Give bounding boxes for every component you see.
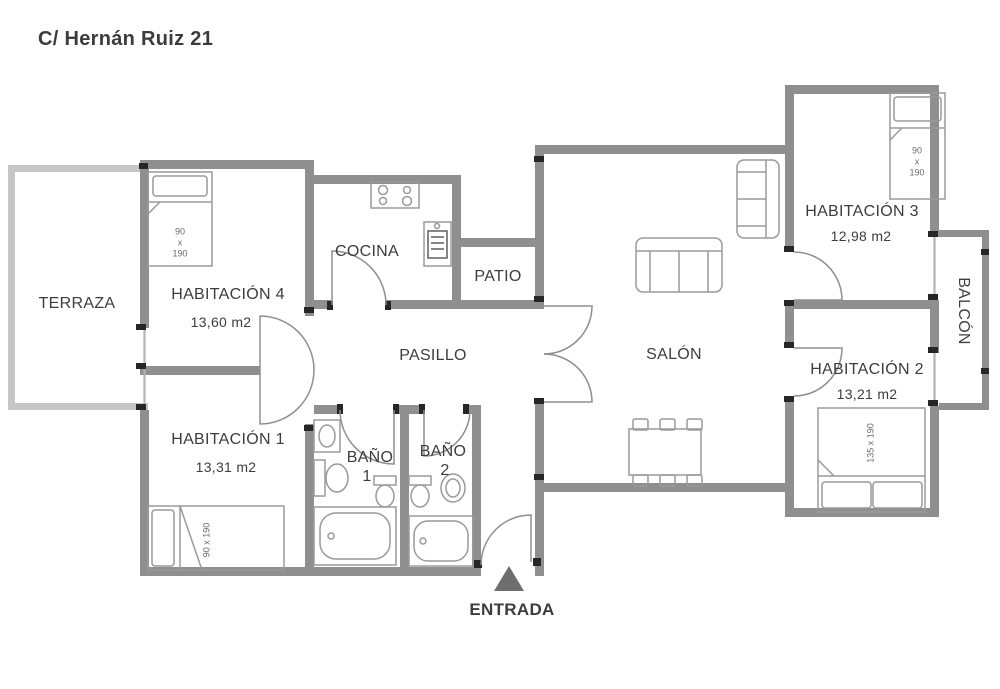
room-area-habitacion4: 13,60 m2: [190, 314, 252, 330]
door-bano1: [339, 409, 395, 465]
door-habitacion3: [793, 251, 843, 301]
bathtub-bano2-icon: [408, 515, 474, 567]
room-label-cocina: COCINA: [334, 243, 400, 260]
bathtub-bano1-icon: [313, 506, 397, 566]
page-title: C/ Hernán Ruiz 21: [38, 28, 214, 50]
room-area-habitacion3: 12,98 m2: [830, 228, 892, 244]
bed-size-line: 190: [172, 248, 188, 259]
room-label-habitacion3: HABITACIÓN 3: [805, 203, 919, 220]
walls: [140, 85, 989, 576]
bed-habitacion4-icon: [147, 171, 213, 267]
bed-size-habitacion3: 90 x 190: [909, 146, 924, 179]
kitchen-sink-icon: [423, 221, 452, 267]
room-area-habitacion1: 13,31 m2: [195, 459, 257, 475]
bed-habitacion1-icon: [147, 505, 285, 571]
room-number-bano2: 2: [440, 462, 450, 479]
bano2-sink-icon: [440, 473, 466, 503]
door-habitacion2: [793, 347, 843, 397]
stove-icon: [370, 181, 420, 209]
room-label-salon: SALÓN: [646, 346, 702, 363]
room-label-habitacion4: HABITACIÓN 4: [171, 286, 285, 303]
dining-table-icon: [628, 418, 703, 487]
door-salon-upper: [543, 305, 593, 355]
door-entrada: [480, 514, 532, 566]
room-label-balcon: BALCÓN: [955, 277, 972, 345]
entrance-label: ENTRADA: [469, 600, 555, 619]
bano2-bidet-icon: [408, 475, 432, 508]
door-cocina: [331, 250, 387, 306]
doors: [259, 250, 843, 566]
terrace-walls: [8, 165, 148, 410]
room-label-bano2: BAÑO: [419, 443, 467, 460]
bed-size-habitacion1: 90 x 190: [201, 522, 212, 558]
door-salon-lower: [543, 353, 593, 403]
room-label-habitacion1: HABITACIÓN 1: [171, 431, 285, 448]
room-label-terraza: TERRAZA: [38, 295, 116, 312]
room-label-pasillo: PASILLO: [399, 347, 467, 364]
door-habitacion4: [259, 315, 315, 371]
door-bano2: [423, 409, 471, 457]
bed-size-line: 90: [174, 226, 185, 237]
sofa-icon: [635, 237, 723, 293]
window-marks: [136, 156, 989, 568]
room-number-bano1: 1: [362, 468, 372, 485]
sofa2-icon: [736, 159, 780, 239]
bed-size-line: x: [914, 156, 920, 167]
room-area-habitacion2: 13,21 m2: [836, 386, 898, 402]
bed-size-habitacion4: 90 x 190: [172, 227, 187, 260]
bed-habitacion2-icon: [817, 407, 926, 513]
room-label-habitacion2: HABITACIÓN 2: [810, 361, 924, 378]
bed-size-habitacion2: 135 x 190: [865, 423, 876, 463]
bano1-sink-icon: [313, 419, 341, 453]
bed-size-line: 90: [911, 145, 922, 156]
bed-size-line: x: [177, 237, 183, 248]
bano1-bidet-icon: [373, 475, 397, 508]
bano1-toilet-icon: [313, 459, 349, 497]
room-label-patio: PATIO: [474, 268, 522, 285]
entrance-arrow-icon: [494, 566, 524, 591]
bed-habitacion3-icon: [889, 92, 946, 200]
bed-size-line: 190: [909, 167, 925, 178]
furniture: [147, 92, 946, 571]
door-habitacion1: [259, 369, 315, 425]
room-label-bano1: BAÑO: [346, 449, 394, 466]
